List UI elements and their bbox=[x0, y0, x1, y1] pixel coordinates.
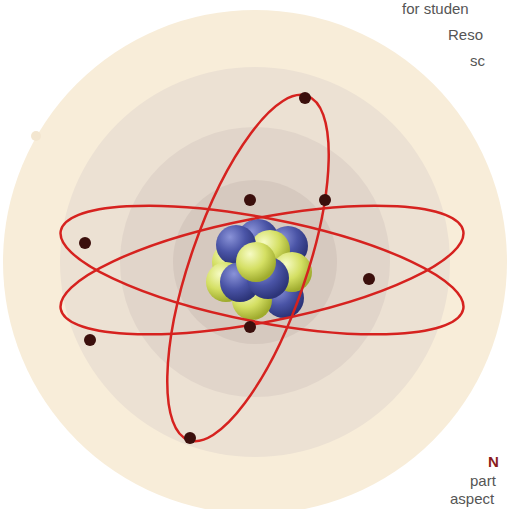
page-text-fragment: part bbox=[470, 472, 496, 490]
dot bbox=[31, 131, 41, 141]
inner-shell bbox=[173, 180, 337, 344]
electrons bbox=[79, 92, 375, 444]
electron-orbits bbox=[51, 77, 473, 459]
outer-shell bbox=[3, 10, 507, 509]
shell bbox=[60, 67, 450, 457]
page-text-fragment: Reso bbox=[448, 26, 483, 44]
page-text-fragment: N bbox=[488, 453, 499, 471]
shell bbox=[120, 127, 390, 397]
page-text-fragment: aspect bbox=[450, 490, 494, 508]
page-text-fragment: for studen bbox=[402, 0, 469, 18]
page-text-fragment: sc bbox=[470, 52, 485, 70]
